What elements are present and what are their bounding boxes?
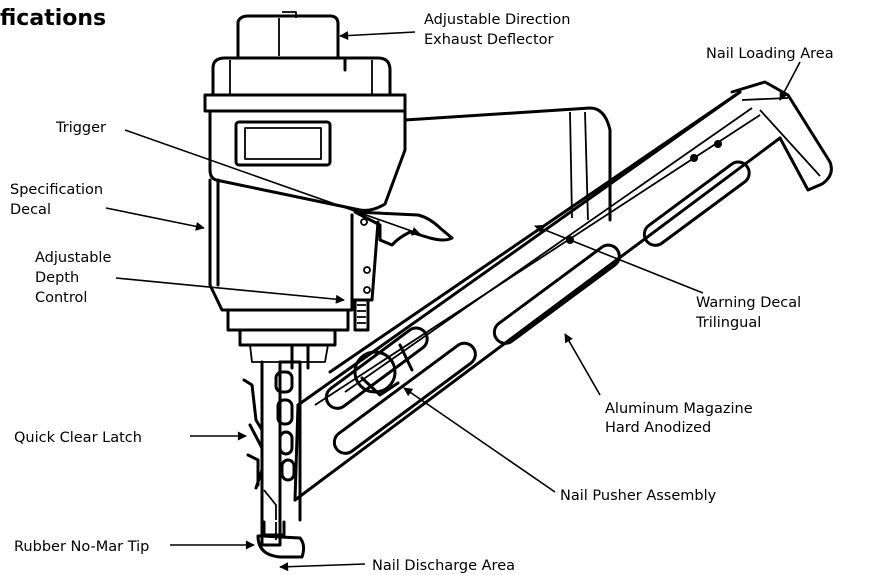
leader-specification-decal <box>105 207 205 231</box>
leader-nail-pusher <box>403 387 556 493</box>
leader-aluminum-magazine <box>564 333 601 396</box>
label-quick-clear-latch: Quick Clear Latch <box>14 430 142 446</box>
label-specification-decal: Specification Decal <box>10 182 108 218</box>
label-aluminum-magazine: Aluminum Magazine Hard Anodized <box>605 401 757 436</box>
leader-nail-loading-area <box>779 61 801 101</box>
label-nail-pusher-assembly: Nail Pusher Assembly <box>560 488 717 504</box>
leader-nail-discharge-area <box>279 562 366 572</box>
leader-exhaust-deflector <box>339 31 416 41</box>
cylinder-cap <box>203 56 407 113</box>
callout-labels: Adjustable Direction Exhaust Deflector N… <box>10 12 834 574</box>
exhaust-deflector-cap <box>232 11 347 72</box>
nose-assembly <box>242 343 310 559</box>
label-trigger: Trigger <box>55 120 106 136</box>
label-nail-loading-area: Nail Loading Area <box>706 46 834 62</box>
label-nail-discharge-area: Nail Discharge Area <box>372 558 515 574</box>
leader-warning-decal <box>534 224 704 294</box>
label-depth-control: Adjustable Depth Control <box>35 250 116 306</box>
callout-leaders <box>105 31 801 572</box>
label-rubber-tip: Rubber No-Mar Tip <box>14 539 149 555</box>
nailer-illustration <box>203 11 833 559</box>
label-exhaust-deflector: Adjustable Direction Exhaust Deflector <box>424 12 575 48</box>
leader-trigger <box>124 129 421 236</box>
leader-depth-control <box>115 277 345 304</box>
trigger-assembly <box>350 210 454 332</box>
label-warning-decal: Warning Decal Trilingual <box>695 295 806 331</box>
page-title: fications <box>0 6 106 31</box>
nail-magazine <box>293 80 833 502</box>
